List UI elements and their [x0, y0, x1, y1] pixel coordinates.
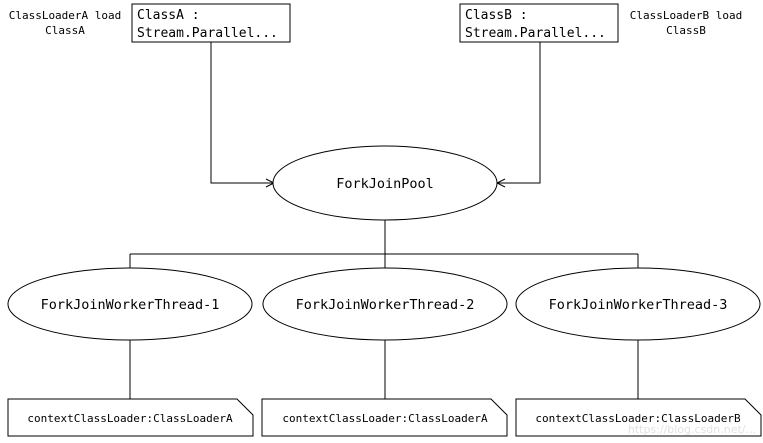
pool-label: ForkJoinPool [336, 176, 434, 192]
caption-right-line2: ClassB [666, 24, 706, 37]
arrow-class-b-to-pool [497, 42, 541, 183]
class-b-box: ClassB : Stream.Parallel... [459, 3, 619, 43]
watermark: https://blog.csdn.net/... [628, 423, 756, 436]
thread-3-label: ForkJoinWorkerThread-3 [549, 297, 728, 313]
caption-left-line1: ClassLoaderA load [9, 9, 122, 22]
fork-join-pool-node: ForkJoinPool [272, 145, 498, 221]
worker-thread-1-node: ForkJoinWorkerThread-1 [7, 267, 253, 341]
context-note-1: contextClassLoader:ClassLoaderA [7, 398, 254, 437]
note-1-label: contextClassLoader:ClassLoaderA [27, 412, 233, 425]
thread-2-label: ForkJoinWorkerThread-2 [296, 297, 475, 313]
class-b-line1: ClassB : [465, 8, 528, 23]
class-a-box: ClassA : Stream.Parallel... [131, 3, 291, 43]
context-note-3: contextClassLoader:ClassLoaderB [515, 398, 762, 437]
thread-1-label: ForkJoinWorkerThread-1 [41, 297, 220, 313]
context-note-2: contextClassLoader:ClassLoaderA [261, 398, 508, 437]
worker-thread-2-node: ForkJoinWorkerThread-2 [262, 267, 508, 341]
class-b-line2: Stream.Parallel... [465, 26, 606, 41]
caption-right-line1: ClassLoaderB load [630, 9, 743, 22]
worker-thread-3-node: ForkJoinWorkerThread-3 [515, 267, 761, 341]
class-a-line2: Stream.Parallel... [137, 26, 278, 41]
arrow-class-a-to-pool [210, 42, 274, 183]
class-a-line1: ClassA : [137, 8, 200, 23]
caption-left-line2: ClassA [45, 24, 85, 37]
note-3-label: contextClassLoader:ClassLoaderB [535, 412, 741, 425]
note-2-label: contextClassLoader:ClassLoaderA [282, 412, 488, 425]
